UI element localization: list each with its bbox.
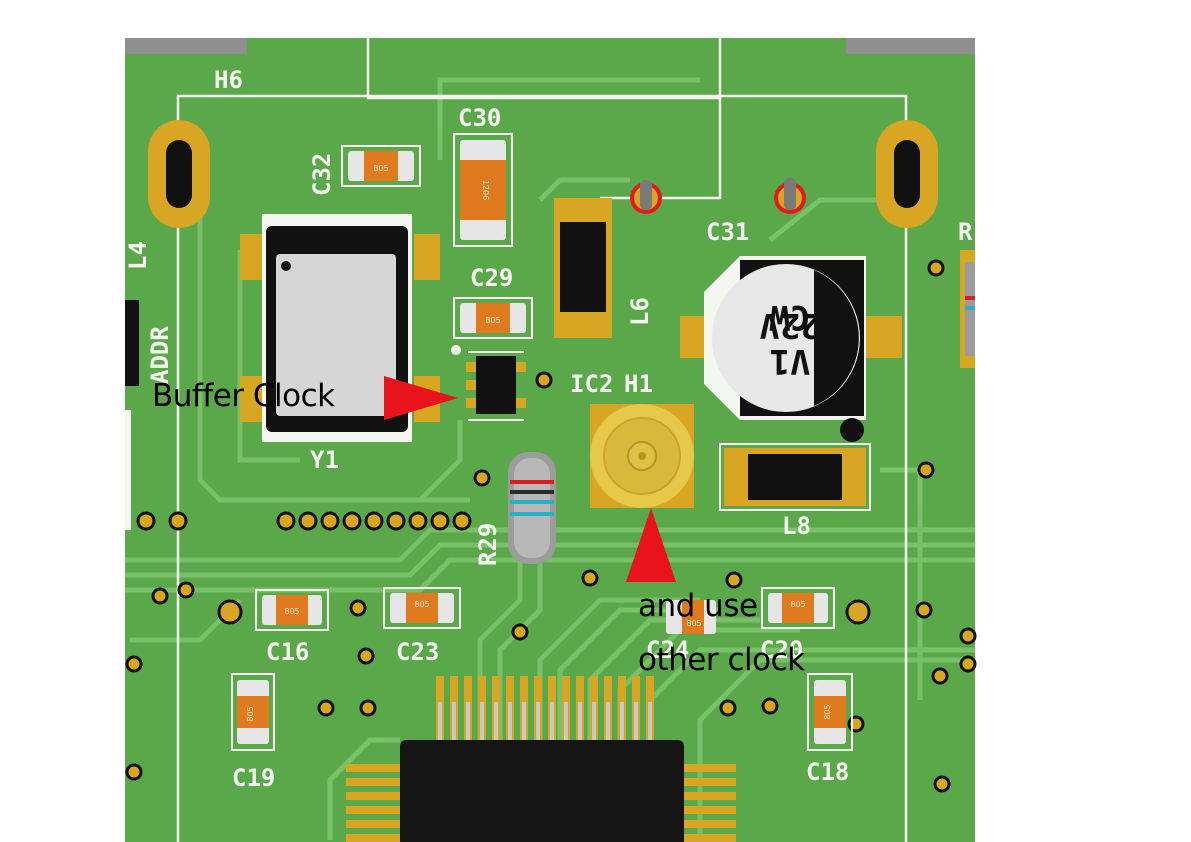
label-h6: H6 xyxy=(214,66,243,94)
capacitor-c31: CW 22V V1 xyxy=(680,256,902,420)
testpoint-h1 xyxy=(590,404,694,508)
via-large xyxy=(840,418,864,442)
c16-mark: 805 xyxy=(284,607,299,616)
inductor-l6 xyxy=(554,198,612,338)
c18-mark: 805 xyxy=(823,704,832,719)
lower-capacitors: 805 805 805 805 805 805 xyxy=(231,587,853,751)
ic2-buffer xyxy=(451,345,526,421)
top-right-bracket xyxy=(846,38,975,54)
label-c16: C16 xyxy=(266,638,309,666)
label-y1: Y1 xyxy=(310,446,339,474)
main-ic xyxy=(346,676,736,842)
label-c29: C29 xyxy=(470,264,513,292)
left-partial-parts xyxy=(125,300,139,530)
c31-label-line1: CW xyxy=(769,297,810,337)
label-c30: C30 xyxy=(458,104,501,132)
label-c31: C31 xyxy=(706,218,749,246)
c31-label-line2: 22V xyxy=(759,305,820,345)
label-c19: C19 xyxy=(232,764,275,792)
inductor-l8 xyxy=(719,443,871,511)
c19-mark: 805 xyxy=(246,706,255,721)
capacitor-c29: 805 xyxy=(453,297,533,339)
arrow-up-icon xyxy=(626,508,676,582)
mounting-slots xyxy=(148,120,938,228)
resistor-partial-right xyxy=(960,250,975,368)
label-l6: L6 xyxy=(626,297,654,326)
c30-mark: 1206 xyxy=(481,180,490,200)
vias xyxy=(125,259,977,793)
label-c32: C32 xyxy=(308,153,336,196)
label-l8: L8 xyxy=(782,512,811,540)
label-r29: R29 xyxy=(474,523,502,566)
label-l4: L4 xyxy=(124,241,152,270)
capacitor-c30: 1206 xyxy=(453,133,513,247)
c31-label-line3: V1 xyxy=(770,341,811,381)
resistor-r29 xyxy=(508,452,556,564)
label-c24: C24 xyxy=(646,636,689,664)
label-c18: C18 xyxy=(806,758,849,786)
annotation-other-clock-line1: and use xyxy=(638,588,758,624)
annotation-buffer-clock: Buffer Clock xyxy=(152,378,335,414)
c24-mark: 805 xyxy=(686,619,701,628)
arrow-right-icon xyxy=(384,376,458,420)
c32-mark: 805 xyxy=(373,164,388,173)
capacitor-c32: 805 xyxy=(341,145,421,187)
label-addr: ADDR xyxy=(146,326,174,384)
silk-labels: H6 C30 C32 C31 C29 L4 L6 L8 Y1 IC2 H1 R2… xyxy=(124,66,973,792)
annotation-other-clock-line2: other clock xyxy=(638,642,805,678)
c20-mark: 805 xyxy=(790,600,805,609)
label-ic2: IC2 xyxy=(570,370,613,398)
label-h1: H1 xyxy=(624,370,653,398)
label-r-partial: R xyxy=(958,218,973,246)
label-c20: C20 xyxy=(760,636,803,664)
c23-mark: 805 xyxy=(414,600,429,609)
top-left-bracket xyxy=(125,38,247,54)
header-pins xyxy=(630,178,806,214)
label-c23: C23 xyxy=(396,638,439,666)
c29-mark: 805 xyxy=(485,316,500,325)
